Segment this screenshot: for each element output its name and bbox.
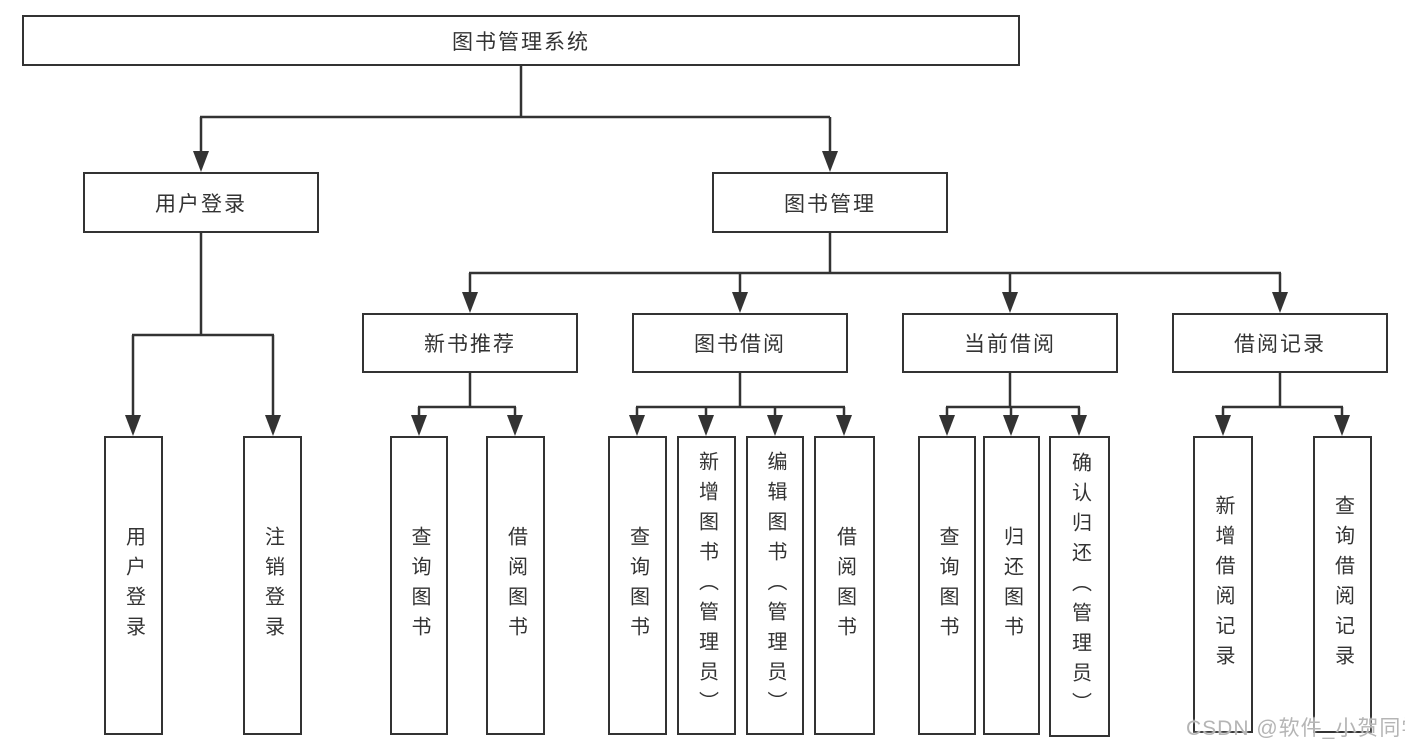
leaf-confirm-return-admin-label: 确认归还（管理员） [1068, 451, 1091, 722]
leaf-borrow-books-label: 借阅图书 [833, 525, 856, 646]
leaf-query-borrow-record-label: 查询借阅记录 [1331, 494, 1354, 675]
node-user-login: 用户登录 [83, 172, 319, 233]
leaf-add-books-admin: 新增图书（管理员） [677, 436, 736, 735]
leaf-borrow-query-books: 查询图书 [608, 436, 667, 735]
node-root: 图书管理系统 [22, 15, 1020, 66]
leaf-add-borrow-record-label: 新增借阅记录 [1212, 494, 1234, 675]
branch-user-login [131, 233, 275, 416]
node-current-borrow-label: 当前借阅 [964, 333, 1056, 356]
leaf-recommend-query-books: 查询图书 [390, 436, 448, 735]
branch-root [199, 66, 832, 152]
branch-borrow-records [1221, 373, 1344, 416]
leaf-current-query-books-label: 查询图书 [936, 525, 958, 646]
leaf-recommend-query-books-label: 查询图书 [408, 525, 430, 646]
leaf-current-query-books: 查询图书 [918, 436, 976, 735]
node-root-label: 图书管理系统 [452, 30, 590, 54]
branch-book-borrow [635, 373, 846, 416]
branch-new-book [417, 373, 517, 416]
leaf-user-login-label: 用户登录 [122, 525, 145, 646]
node-user-login-label: 用户登录 [155, 192, 247, 216]
leaf-confirm-return-admin: 确认归还（管理员） [1049, 436, 1110, 737]
leaf-logout-label: 注销登录 [261, 525, 284, 646]
csdn-watermark: CSDN @软件_小贺同学 [1186, 717, 1405, 740]
leaf-recommend-borrow-books-label: 借阅图书 [504, 525, 527, 646]
node-new-book-recommend: 新书推荐 [362, 313, 578, 373]
leaf-query-borrow-record: 查询借阅记录 [1313, 436, 1372, 733]
leaf-edit-books-admin-label: 编辑图书（管理员） [764, 450, 786, 721]
leaf-recommend-borrow-books: 借阅图书 [486, 436, 545, 735]
leaf-logout: 注销登录 [243, 436, 302, 735]
node-current-borrow: 当前借阅 [902, 313, 1118, 373]
node-book-management: 图书管理 [712, 172, 948, 233]
leaf-user-login: 用户登录 [104, 436, 163, 735]
arrowheads [125, 151, 1350, 436]
node-book-management-label: 图书管理 [784, 192, 876, 216]
branch-book-management [468, 233, 1282, 293]
leaf-return-books-label: 归还图书 [1000, 525, 1023, 646]
node-borrow-records-label: 借阅记录 [1234, 333, 1326, 356]
node-new-book-recommend-label: 新书推荐 [424, 333, 516, 356]
leaf-borrow-books: 借阅图书 [814, 436, 875, 735]
leaf-edit-books-admin: 编辑图书（管理员） [746, 436, 804, 735]
branch-current-borrow [945, 373, 1081, 416]
leaf-add-books-admin-label: 新增图书（管理员） [695, 450, 718, 721]
leaf-return-books: 归还图书 [983, 436, 1040, 735]
node-book-borrow-label: 图书借阅 [694, 333, 786, 356]
leaf-borrow-query-books-label: 查询图书 [626, 525, 649, 646]
node-book-borrow: 图书借阅 [632, 313, 848, 373]
leaf-add-borrow-record: 新增借阅记录 [1193, 436, 1253, 733]
node-borrow-records: 借阅记录 [1172, 313, 1388, 373]
